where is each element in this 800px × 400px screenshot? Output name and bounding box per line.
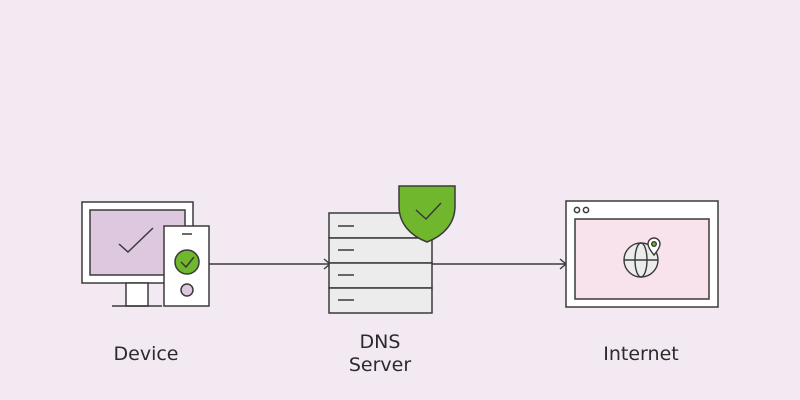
dns-label-line2: Server	[348, 354, 412, 376]
location-pin-icon	[647, 237, 661, 257]
arrow-dns-to-internet	[432, 258, 568, 270]
internet-label: Internet	[603, 343, 679, 365]
dns-server-label: DNS Server	[320, 331, 440, 377]
arrow-device-to-dns	[209, 258, 332, 270]
dns-label-line1: DNS	[359, 331, 401, 353]
device-label: Device	[113, 343, 179, 365]
globe-icon	[623, 242, 659, 278]
phone-icon	[163, 225, 210, 307]
shield-icon	[398, 185, 456, 243]
